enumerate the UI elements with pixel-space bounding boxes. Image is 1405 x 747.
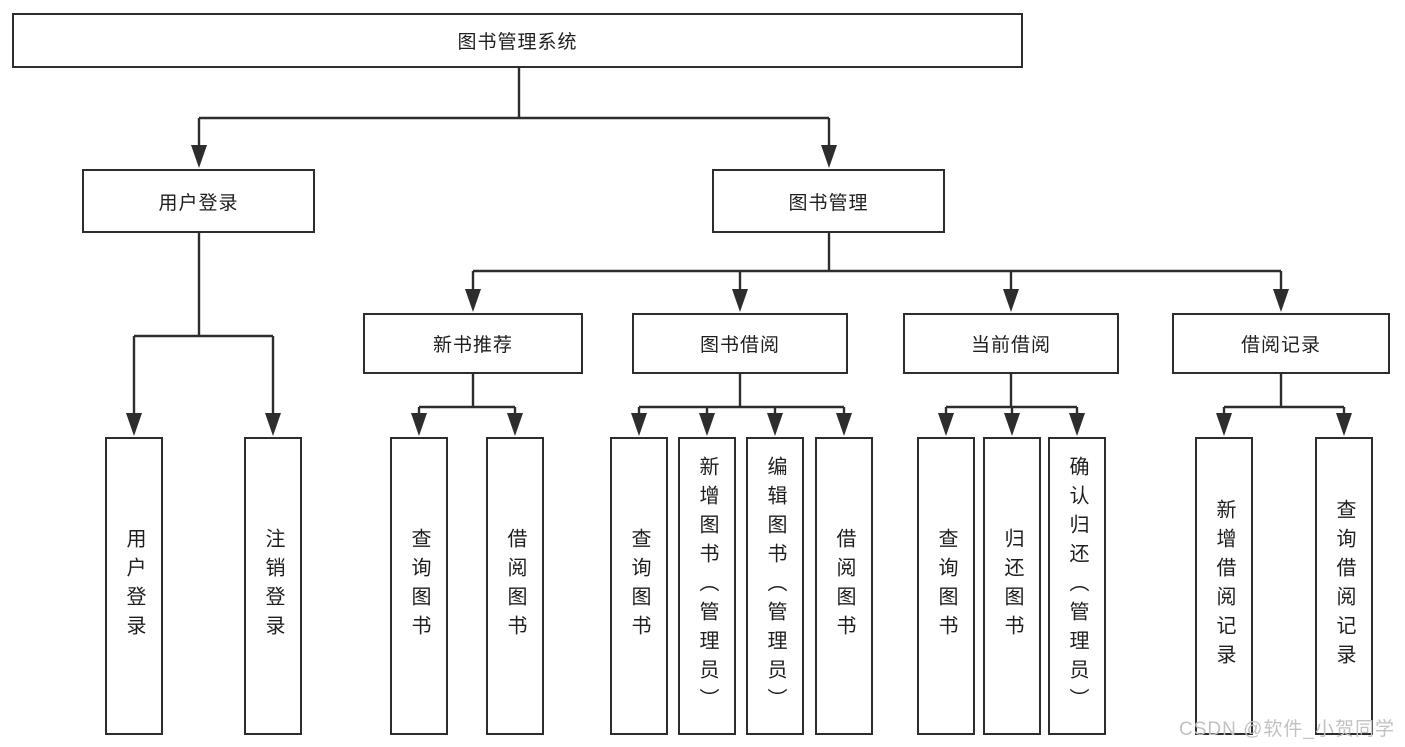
leaf-return-books: 归还图书	[983, 437, 1041, 735]
node-current-borrowing: 当前借阅	[903, 313, 1119, 374]
node-user-login: 用户登录	[82, 169, 315, 233]
leaf-logout: 注销登录	[244, 437, 302, 735]
node-label: 归还图书	[1001, 528, 1023, 644]
node-label: 查询图书	[935, 528, 957, 644]
node-label: 查询图书	[628, 528, 650, 644]
leaf-confirm-return-admin: 确认归还（管理员）	[1048, 437, 1106, 735]
node-label: 借阅图书	[833, 528, 855, 644]
node-label: 当前借阅	[970, 335, 1051, 356]
node-new-book-recommendation: 新书推荐	[363, 313, 583, 374]
node-book-borrowing: 图书借阅	[632, 313, 848, 374]
node-label: 新书推荐	[432, 335, 513, 356]
leaf-query-books-borrowing: 查询图书	[610, 437, 668, 735]
node-label: 查询图书	[408, 528, 430, 644]
leaf-borrow-books: 借阅图书	[815, 437, 873, 735]
leaf-query-borrow-record: 查询借阅记录	[1315, 437, 1373, 735]
node-label: 新增借阅记录	[1213, 499, 1235, 673]
node-label: 用户登录	[123, 528, 145, 644]
node-label: 用户登录	[158, 192, 239, 214]
node-label: 图书管理	[788, 192, 869, 214]
leaf-query-books-recommend: 查询图书	[390, 437, 448, 735]
leaf-edit-books-admin: 编辑图书（管理员）	[746, 437, 804, 735]
leaf-query-books-current: 查询图书	[917, 437, 975, 735]
node-label: 借阅记录	[1240, 335, 1321, 356]
csdn-watermark: CSDN @软件_小贺同学	[1179, 719, 1395, 740]
leaf-add-books-admin: 新增图书（管理员）	[678, 437, 736, 735]
leaf-borrow-books-recommend: 借阅图书	[486, 437, 544, 735]
arrowhead-icons	[126, 145, 1352, 436]
node-book-management: 图书管理	[712, 169, 945, 233]
node-label: 借阅图书	[504, 528, 526, 644]
node-label: 编辑图书（管理员）	[764, 455, 786, 717]
node-label: 新增图书（管理员）	[696, 455, 718, 717]
node-borrowing-records: 借阅记录	[1172, 313, 1390, 374]
node-library-management-system: 图书管理系统	[12, 13, 1023, 68]
leaf-add-borrow-record: 新增借阅记录	[1195, 437, 1253, 735]
node-label: 查询借阅记录	[1333, 499, 1355, 673]
node-label: 图书管理系统	[457, 32, 578, 53]
leaf-user-login: 用户登录	[105, 437, 163, 735]
node-label: 注销登录	[262, 528, 284, 644]
node-label: 确认归还（管理员）	[1066, 455, 1088, 717]
node-label: 图书借阅	[699, 335, 780, 356]
